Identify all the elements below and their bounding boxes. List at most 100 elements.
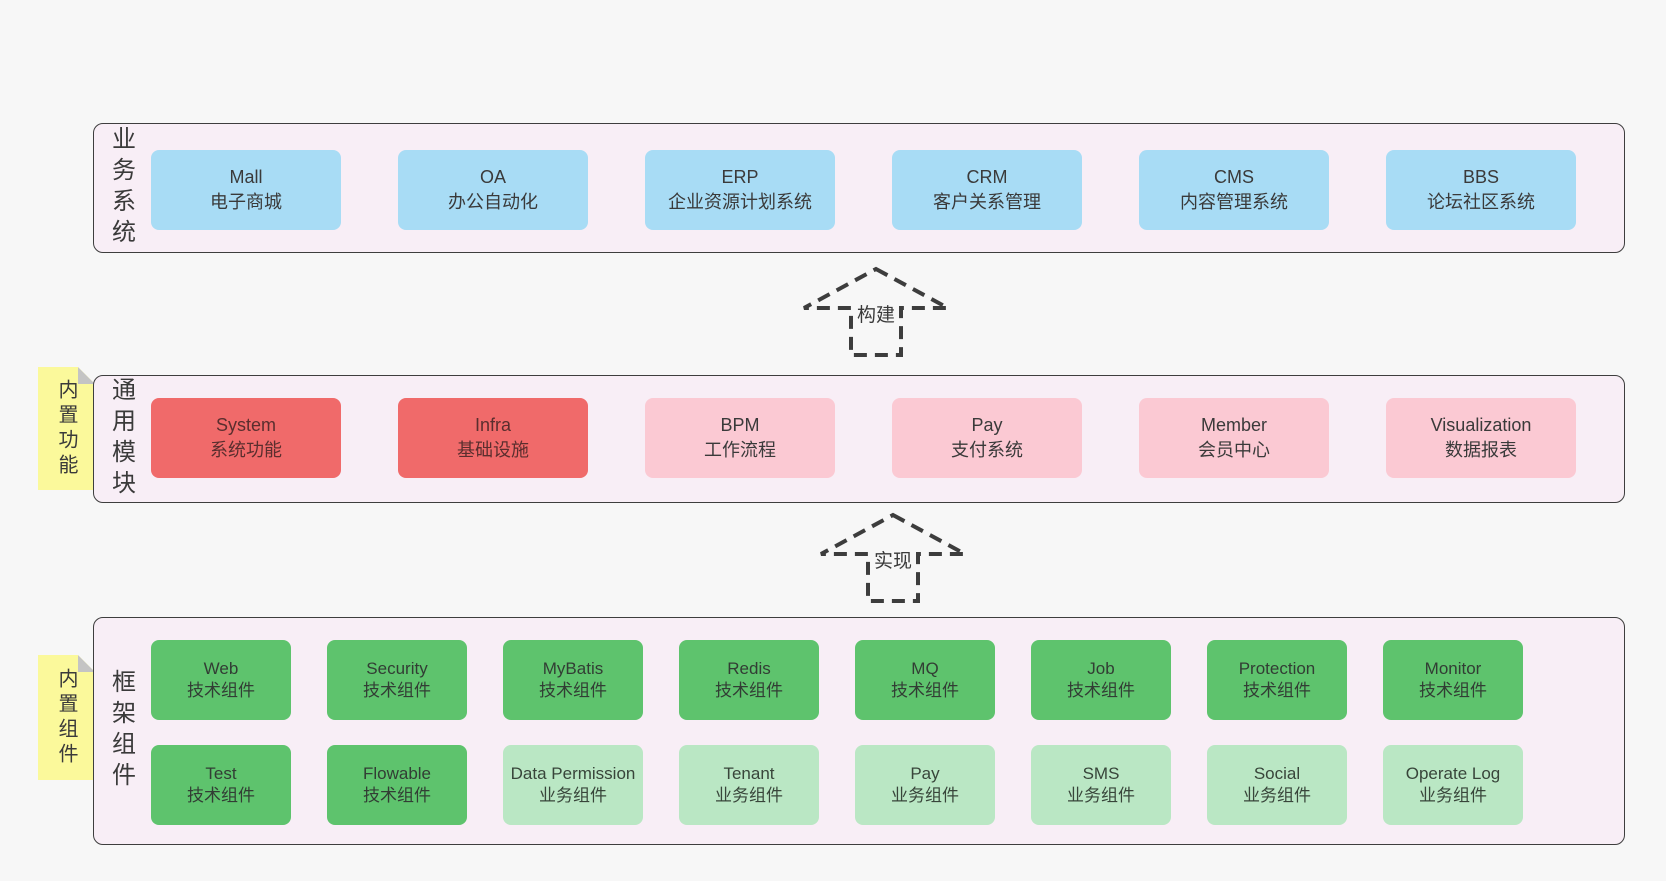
box-cms: CMS 内容管理系统 <box>1139 150 1329 230</box>
box-subtitle: 技术组件 <box>1243 681 1311 700</box>
box-member: Member 会员中心 <box>1139 398 1329 478</box>
box-subtitle: 基础设施 <box>457 440 529 460</box>
section-label-components: 框架组件 <box>107 669 135 793</box>
box-subtitle: 业务组件 <box>1067 786 1135 805</box>
box-subtitle: 办公自动化 <box>448 192 538 212</box>
section-label-modules: 通用模块 <box>107 377 135 501</box>
box-subtitle: 客户关系管理 <box>933 192 1041 212</box>
box-subtitle: 支付系统 <box>951 440 1023 460</box>
box-title: Protection <box>1238 658 1316 678</box>
box-operate-log: Operate Log 业务组件 <box>1383 745 1523 825</box>
box-subtitle: 技术组件 <box>539 681 607 700</box>
box-mybatis: MyBatis 技术组件 <box>503 640 643 720</box>
box-pay: Pay 支付系统 <box>892 398 1082 478</box>
box-social: Social 业务组件 <box>1207 745 1347 825</box>
box-subtitle: 论坛社区系统 <box>1427 192 1535 212</box>
box-subtitle: 会员中心 <box>1198 440 1270 460</box>
box-protection: Protection 技术组件 <box>1207 640 1347 720</box>
box-subtitle: 技术组件 <box>363 786 431 805</box>
build-arrow-label: 构建 <box>852 299 900 328</box>
implement-arrow: 实现 <box>818 512 968 604</box>
box-tenant: Tenant 业务组件 <box>679 745 819 825</box>
box-title: CRM <box>966 167 1008 188</box>
up-block-arrow-icon <box>820 512 966 603</box>
box-title: Visualization <box>1430 415 1532 436</box>
box-title: Operate Log <box>1405 763 1501 783</box>
box-subtitle: 技术组件 <box>1419 681 1487 700</box>
sticky-note-built-in-features: 内置功能 <box>38 367 95 490</box>
box-title: Test <box>205 763 237 783</box>
box-title: BBS <box>1462 167 1500 188</box>
sticky-note-label: 内置组件 <box>55 667 77 768</box>
box-title: MyBatis <box>542 658 604 678</box>
implement-arrow-label: 实现 <box>869 545 917 574</box>
sticky-note-label: 内置功能 <box>55 378 77 479</box>
box-title: Monitor <box>1424 658 1482 678</box>
box-subtitle: 业务组件 <box>1243 786 1311 805</box>
box-subtitle: 数据报表 <box>1445 440 1517 460</box>
box-subtitle: 技术组件 <box>363 681 431 700</box>
box-title: Web <box>203 658 239 678</box>
up-block-arrow-icon <box>803 266 949 357</box>
box-title: MQ <box>911 658 939 678</box>
box-subtitle: 电子商城 <box>210 192 282 212</box>
build-arrow: 构建 <box>801 266 951 358</box>
box-security: Security 技术组件 <box>327 640 467 720</box>
box-bpm: BPM 工作流程 <box>645 398 835 478</box>
box-title: Job <box>1087 658 1115 678</box>
box-mq: MQ 技术组件 <box>855 640 995 720</box>
box-title: Pay <box>971 415 1003 436</box>
box-subtitle: 业务组件 <box>715 786 783 805</box>
box-title: Member <box>1200 415 1267 436</box>
box-subtitle: 技术组件 <box>891 681 959 700</box>
sticky-note-built-in-components: 内置组件 <box>38 655 95 780</box>
box-monitor: Monitor 技术组件 <box>1383 640 1523 720</box>
box-title: Flowable <box>362 763 432 783</box>
section-label-business: 业务系统 <box>107 126 135 250</box>
box-subtitle: 系统功能 <box>210 440 282 460</box>
modules-boxes-row: System 系统功能 Infra 基础设施 BPM 工作流程 Pay 支付系统 Member 会… <box>151 398 1576 478</box>
box-pay: Pay 业务组件 <box>855 745 995 825</box>
box-subtitle: 技术组件 <box>187 681 255 700</box>
box-subtitle: 技术组件 <box>187 786 255 805</box>
box-crm: CRM 客户关系管理 <box>892 150 1082 230</box>
box-title: BPM <box>720 415 760 436</box>
box-subtitle: 技术组件 <box>715 681 783 700</box>
box-subtitle: 企业资源计划系统 <box>668 192 812 212</box>
box-title: Tenant <box>723 763 775 783</box>
box-title: Pay <box>910 763 940 783</box>
box-infra: Infra 基础设施 <box>398 398 588 478</box>
box-test: Test 技术组件 <box>151 745 291 825</box>
box-title: System <box>215 415 276 436</box>
box-title: CMS <box>1214 167 1254 188</box>
box-title: Social <box>1253 763 1301 783</box>
box-title: Data Permission <box>510 763 636 783</box>
box-bbs: BBS 论坛社区系统 <box>1386 150 1576 230</box>
box-title: SMS <box>1082 763 1120 783</box>
box-system: System 系统功能 <box>151 398 341 478</box>
box-visualization: Visualization 数据报表 <box>1386 398 1576 478</box>
box-title: Infra <box>474 415 512 436</box>
box-subtitle: 业务组件 <box>891 786 959 805</box>
box-title: Redis <box>727 658 771 678</box>
box-sms: SMS 业务组件 <box>1031 745 1171 825</box>
box-data-permission: Data Permission 业务组件 <box>503 745 643 825</box>
box-title: Security <box>366 658 428 678</box>
box-flowable: Flowable 技术组件 <box>327 745 467 825</box>
box-title: OA <box>479 167 506 188</box>
box-subtitle: 业务组件 <box>1419 786 1487 805</box>
box-subtitle: 业务组件 <box>539 786 607 805</box>
box-subtitle: 内容管理系统 <box>1180 192 1288 212</box>
box-web: Web 技术组件 <box>151 640 291 720</box>
section-common-modules: 通用模块 System 系统功能 Infra 基础设施 BPM 工作流程 Pay 支付系统 Me… <box>93 375 1625 503</box>
box-subtitle: 工作流程 <box>704 440 776 460</box>
box-redis: Redis 技术组件 <box>679 640 819 720</box>
